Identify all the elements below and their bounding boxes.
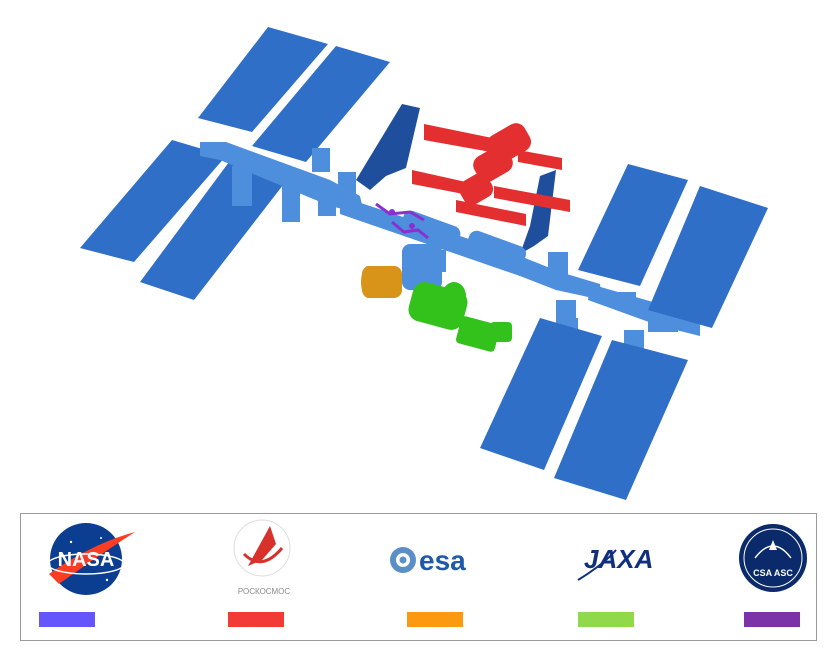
esa-color-swatch [407, 612, 463, 627]
legend-entry-roscosmos: РОСКОСМОС [218, 514, 348, 640]
truss-block [648, 316, 678, 332]
us-module [399, 210, 461, 252]
solar-arrays-right [480, 164, 768, 500]
solar-panel [648, 186, 768, 328]
legend-entry-nasa: NASA [31, 514, 161, 640]
svg-text:NASA: NASA [58, 549, 115, 571]
canadarm-boom [375, 202, 425, 222]
us-module [465, 230, 527, 270]
russian-solar-array [456, 200, 526, 226]
roscosmos-logo: РОСКОСМОС [233, 519, 291, 596]
legend-entry-jaxa: JAXA [564, 514, 694, 640]
radiator-panel [520, 170, 556, 254]
roscosmos-color-swatch [228, 612, 284, 627]
csa-logo: CSA ASC [739, 524, 807, 592]
jaxa-exposed-facility [490, 322, 512, 342]
truss-block [282, 184, 300, 222]
russian-module [473, 146, 513, 182]
solar-panel [480, 318, 602, 470]
truss-block [232, 166, 252, 206]
solar-panel [252, 46, 390, 162]
svg-text:CSA ASC: CSA ASC [753, 568, 793, 578]
svg-text:РОСКОСМОС: РОСКОСМОС [238, 587, 291, 596]
iss-diagram [80, 27, 768, 500]
truss [200, 142, 700, 362]
jaxa-exposed-facility [455, 316, 501, 352]
russian-solar-array [424, 124, 502, 154]
truss-block [318, 186, 336, 216]
csa-color-swatch [744, 612, 800, 627]
svg-text:esa: esa [419, 545, 466, 576]
russian-segment [412, 123, 570, 226]
radiators [356, 104, 556, 254]
solar-panel [198, 27, 328, 132]
jaxa-module-end [442, 282, 466, 310]
russian-solar-array [518, 150, 562, 170]
truss-block [338, 172, 356, 196]
jaxa-logo: JAXA [577, 544, 653, 581]
radiator-panel [356, 104, 420, 190]
canadarm-joint [409, 223, 415, 229]
esa-module-end [361, 266, 375, 298]
truss-block [312, 148, 330, 172]
partner-legend: NASA РОСКОСМОС esa JAXA [20, 513, 817, 641]
canadarm-boom [391, 220, 429, 240]
truss-block [548, 252, 568, 282]
solar-panel [140, 158, 290, 300]
russian-solar-array [494, 186, 570, 212]
solar-panel [80, 140, 226, 262]
nasa-color-swatch [39, 612, 95, 627]
canadarm [375, 202, 429, 240]
esa-columbus-module [361, 266, 402, 298]
truss-block [612, 292, 636, 306]
legend-entry-esa: esa [381, 514, 511, 640]
esa-logo: esa [390, 545, 466, 576]
jaxa-kibo-module [408, 282, 512, 352]
jaxa-color-swatch [578, 612, 634, 627]
canadarm-joint [389, 209, 395, 215]
nasa-logo: NASA [47, 523, 135, 595]
us-module [428, 250, 446, 272]
russian-module [458, 173, 494, 205]
solar-panel [554, 340, 688, 500]
solar-arrays-left [80, 27, 390, 300]
solar-panel [578, 164, 688, 286]
legend-entry-csa: CSA ASC [727, 514, 824, 640]
